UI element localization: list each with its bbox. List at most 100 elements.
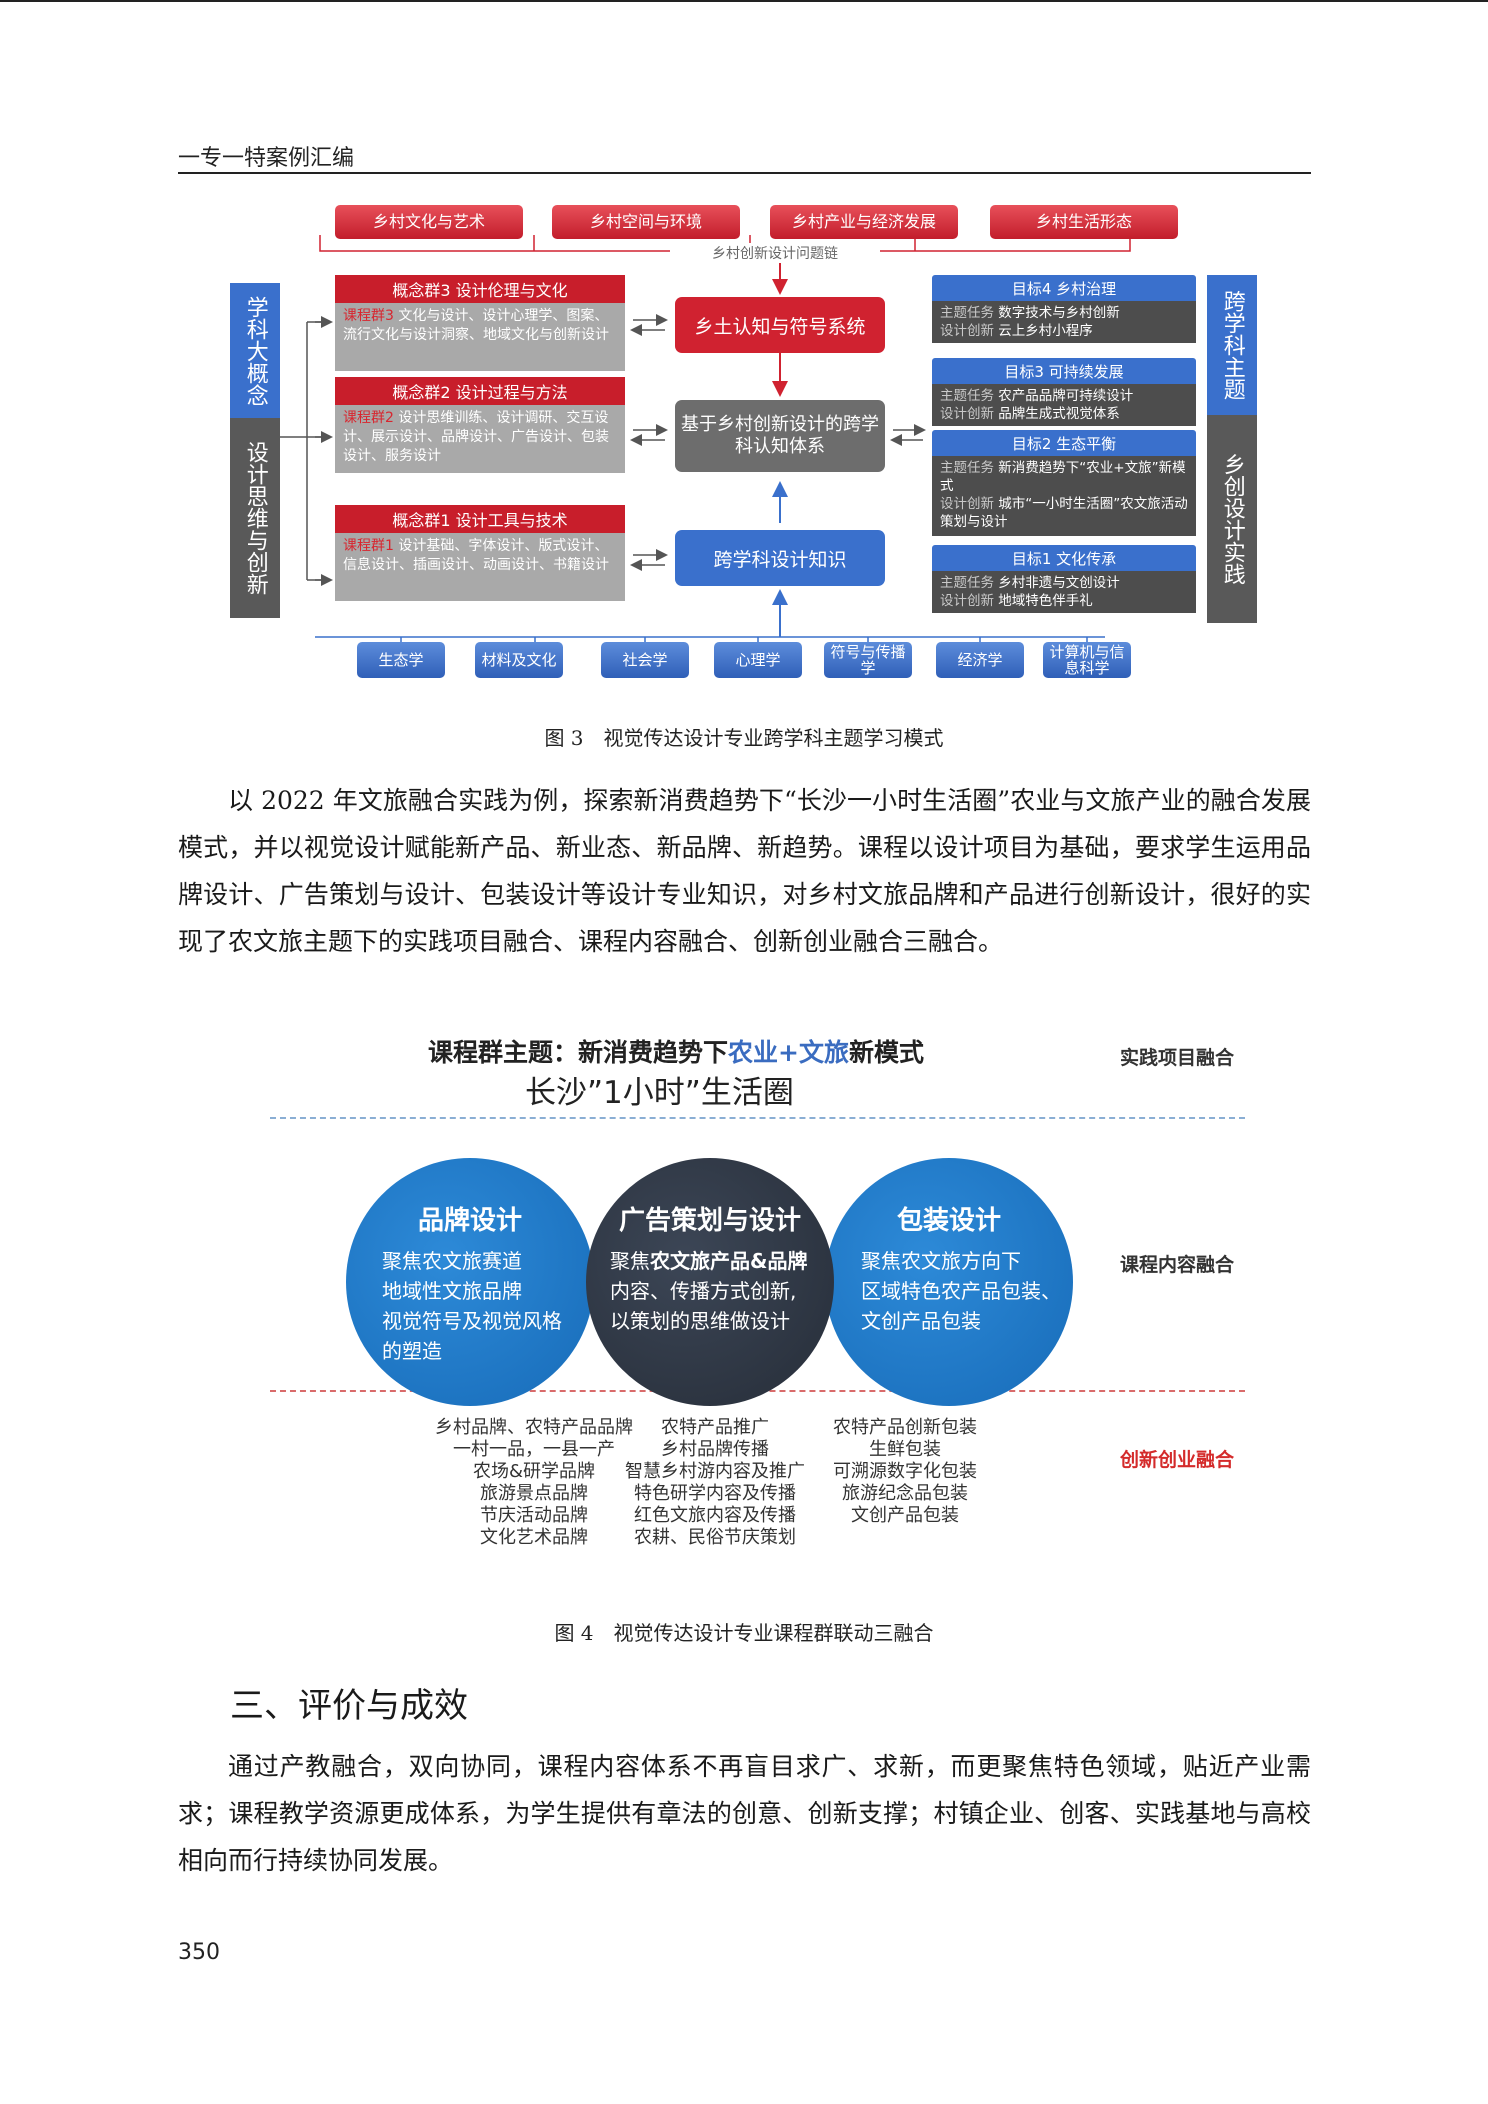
rural-design-practice-bar: 乡创设计实践	[1207, 415, 1257, 623]
circle-packaging-title: 包装设计	[896, 1206, 1001, 1236]
goal-2: 目标2 生态平衡 主题任务 新消费趋势下“农业+文旅”新模式 设计创新 城市“一…	[932, 430, 1196, 536]
design-thinking-bar: 设计思维与创新	[230, 418, 280, 618]
paragraph-1-text: 以 2022 年文旅融合实践为例，探索新消费趋势下“长沙一小时生活圈”农业与文旅…	[178, 786, 1311, 956]
goal-2-val-1: 新消费趋势下“农业+文旅”新模式	[940, 460, 1186, 494]
list-item: 节庆活动品牌	[480, 1505, 588, 1526]
figure-4-title-post: 新模式	[848, 1038, 924, 1067]
discipline-sociology: 社会学	[601, 642, 689, 678]
goal-4-key-1: 主题任务	[940, 305, 994, 321]
course-group-2-tag: 课程群2	[343, 410, 394, 426]
figure-3-caption: 图 3 视觉传达设计专业跨学科主题学习模式	[544, 726, 944, 750]
circle-advertising-line-1: 聚焦农文旅产品&品牌	[610, 1246, 807, 1276]
concept-group-1-head: 概念群1 设计工具与技术	[335, 505, 625, 533]
goal-1: 目标1 文化传承 主题任务 乡村非遗与文创设计 设计创新 地域特色伴手礼	[932, 545, 1196, 613]
circle-advertising-line-1-pre: 聚焦	[610, 1249, 650, 1273]
goal-3-val-2: 品牌生成式视觉体系	[998, 406, 1120, 422]
side-label-innovation: 创新创业融合	[1120, 1449, 1235, 1471]
concept-group-3-head: 概念群3 设计伦理与文化	[335, 275, 625, 303]
circle-brand-body: 聚焦农文旅赛道 地域性文旅品牌 视觉符号及视觉风格 的塑造	[382, 1246, 562, 1366]
list-item: 文化艺术品牌	[480, 1527, 588, 1548]
top-pill-life: 乡村生活形态	[990, 205, 1178, 239]
list-item: 红色文旅内容及传播	[634, 1505, 796, 1526]
goal-1-val-1: 乡村非遗与文创设计	[998, 575, 1120, 591]
circle-advertising-line: 以策划的思维做设计	[610, 1309, 790, 1333]
course-group-3-text: 文化与设计、设计心理学、图案、流行文化与设计洞察、地域文化与创新设计	[343, 308, 609, 343]
top-pill-industry: 乡村产业与经济发展	[770, 205, 958, 239]
page-number: 350	[178, 1940, 220, 1965]
header-rule	[178, 172, 1311, 174]
list-item: 特色研学内容及传播	[634, 1483, 796, 1504]
packaging-outcomes-list: 农特产品创新包装 生鲜包装 可溯源数字化包装 旅游纪念品包装 文创产品包装	[833, 1417, 977, 1527]
figure-4-caption: 图 4 视觉传达设计专业课程群联动三融合	[554, 1621, 934, 1645]
goal-4-val-2: 云上乡村小程序	[998, 323, 1093, 339]
page-top-border	[0, 0, 1488, 2]
problem-chain-label: 乡村创新设计问题链	[670, 243, 880, 263]
figure-4-title-pre: 课程群主题：新消费趋势下	[428, 1038, 729, 1067]
goal-3: 目标3 可持续发展 主题任务 农产品品牌可持续设计 设计创新 品牌生成式视觉体系	[932, 358, 1196, 426]
discipline-ecology: 生态学	[357, 642, 445, 678]
figure-4-diagram: 课程群主题：新消费趋势下农业+文旅新模式 长沙”1小时”生活圈 实践项目融合 课…	[270, 1025, 1260, 1570]
discipline-economics: 经济学	[936, 642, 1024, 678]
goal-3-head: 目标3 可持续发展	[932, 358, 1196, 384]
circle-brand-line: 聚焦农文旅赛道	[382, 1249, 522, 1273]
list-item: 乡村品牌、农特产品品牌	[435, 1417, 633, 1438]
circle-brand-title: 品牌设计	[417, 1206, 522, 1236]
section-title: 三、评价与成效	[230, 1686, 468, 1726]
list-item: 乡村品牌传播	[661, 1439, 769, 1460]
concept-group-2: 概念群2 设计过程与方法 课程群2 设计思维训练、设计调研、交互设计、展示设计、…	[335, 377, 625, 473]
goal-4-body: 主题任务 数字技术与乡村创新 设计创新 云上乡村小程序	[932, 301, 1196, 343]
list-item: 农耕、民俗节庆策划	[634, 1527, 796, 1548]
figure-3-diagram: 乡村文化与艺术 乡村空间与环境 乡村产业与经济发展 乡村生活形态 乡村创新设计问…	[225, 205, 1260, 685]
circle-packaging-body: 聚焦农文旅方向下 区域特色农产品包装、 文创产品包装	[861, 1246, 1061, 1336]
top-pill-space: 乡村空间与环境	[552, 205, 740, 239]
circle-advertising-design: 广告策划与设计 聚焦农文旅产品&品牌 内容、传播方式创新, 以策划的思维做设计	[586, 1158, 834, 1406]
goal-3-body: 主题任务 农产品品牌可持续设计 设计创新 品牌生成式视觉体系	[932, 384, 1196, 426]
figure-4-subtitle: 长沙”1小时”生活圈	[525, 1075, 794, 1111]
list-item: 旅游纪念品包装	[842, 1483, 968, 1504]
discipline-materials: 材料及文化	[475, 642, 563, 678]
discipline-semiotics: 符号与传播学	[824, 642, 912, 678]
list-item: 农场&研学品牌	[472, 1461, 596, 1482]
side-label-course: 课程内容融合	[1120, 1254, 1235, 1276]
paragraph-1: 以 2022 年文旅融合实践为例，探索新消费趋势下“长沙一小时生活圈”农业与文旅…	[178, 777, 1311, 965]
course-group-1-text: 设计基础、字体设计、版式设计、信息设计、插画设计、动画设计、书籍设计	[343, 538, 609, 573]
goal-1-val-2: 地域特色伴手礼	[998, 593, 1093, 609]
list-item: 文创产品包装	[851, 1505, 959, 1526]
figure-4-title-highlight: 农业+文旅	[728, 1038, 849, 1067]
goal-2-key-1: 主题任务	[940, 460, 994, 476]
list-item: 农特产品推广	[661, 1417, 769, 1438]
circle-advertising-line: 内容、传播方式创新,	[610, 1279, 797, 1303]
circle-packaging-design: 包装设计 聚焦农文旅方向下 区域特色农产品包装、 文创产品包装	[825, 1158, 1073, 1406]
paragraph-2: 通过产教融合，双向协同，课程内容体系不再盲目求广、求新，而更聚焦特色领域，贴近产…	[178, 1743, 1311, 1884]
goal-1-key-1: 主题任务	[940, 575, 994, 591]
circle-brand-design: 品牌设计 聚焦农文旅赛道 地域性文旅品牌 视觉符号及视觉风格 的塑造	[346, 1158, 594, 1406]
goal-2-body: 主题任务 新消费趋势下“农业+文旅”新模式 设计创新 城市“一小时生活圈”农文旅…	[932, 456, 1196, 536]
course-group-1-tag: 课程群1	[343, 538, 394, 554]
interdisciplinary-system-box: 基于乡村创新设计的跨学科认知体系	[675, 400, 885, 472]
figure-3-connectors	[280, 235, 1131, 642]
circle-advertising-body: 聚焦农文旅产品&品牌 内容、传播方式创新, 以策划的思维做设计	[610, 1246, 807, 1336]
goal-3-key-2: 设计创新	[940, 406, 994, 422]
discipline-computer-science: 计算机与信息科学	[1043, 642, 1131, 678]
concept-group-2-head: 概念群2 设计过程与方法	[335, 377, 625, 405]
circle-advertising-line-1-bold: 农文旅产品&品牌	[650, 1249, 808, 1273]
goal-4-head: 目标4 乡村治理	[932, 275, 1196, 301]
list-item: 旅游景点品牌	[480, 1483, 588, 1504]
concept-group-2-body: 课程群2 设计思维训练、设计调研、交互设计、展示设计、品牌设计、广告设计、包装设…	[335, 405, 625, 473]
divider-top	[270, 1117, 1245, 1119]
list-item: 生鲜包装	[869, 1439, 941, 1460]
goal-3-key-1: 主题任务	[940, 388, 994, 404]
list-item: 一村一品，一县一产	[453, 1439, 615, 1460]
circle-brand-line: 视觉符号及视觉风格	[382, 1309, 562, 1333]
goal-1-key-2: 设计创新	[940, 593, 994, 609]
big-concept-bar: 学科大概念	[230, 283, 280, 418]
goal-4: 目标4 乡村治理 主题任务 数字技术与乡村创新 设计创新 云上乡村小程序	[932, 275, 1196, 343]
circle-advertising-title: 广告策划与设计	[618, 1206, 801, 1236]
list-item: 可溯源数字化包装	[833, 1461, 977, 1482]
concept-group-1-body: 课程群1 设计基础、字体设计、版式设计、信息设计、插画设计、动画设计、书籍设计	[335, 533, 625, 601]
brand-outcomes-list: 乡村品牌、农特产品品牌 一村一品，一县一产 农场&研学品牌 旅游景点品牌 节庆活…	[435, 1417, 633, 1549]
goal-2-head: 目标2 生态平衡	[932, 430, 1196, 456]
goal-4-val-1: 数字技术与乡村创新	[998, 305, 1120, 321]
advertising-outcomes-list: 农特产品推广 乡村品牌传播 智慧乡村游内容及推广 特色研学内容及传播 红色文旅内…	[625, 1417, 805, 1549]
list-item: 智慧乡村游内容及推广	[625, 1461, 805, 1482]
